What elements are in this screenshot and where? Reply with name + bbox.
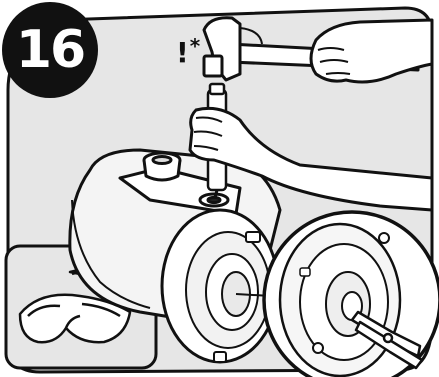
caution-asterisk: * (190, 36, 200, 56)
caution-mark: ! * (176, 36, 200, 69)
step-number-badge: 16 (2, 2, 98, 98)
caution-exclamation: ! (176, 36, 189, 69)
step-number: 16 (16, 20, 84, 80)
